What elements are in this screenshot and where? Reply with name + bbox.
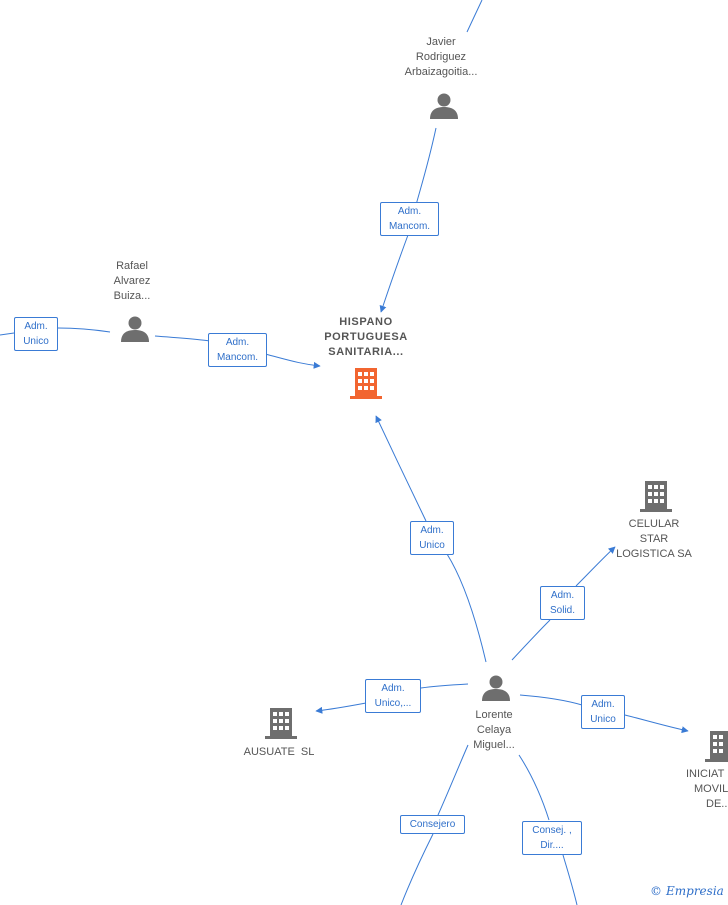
company-label-line: STAR bbox=[639, 533, 669, 545]
relation-label-lorente-iniciat[interactable]: Adm. Unico bbox=[581, 695, 625, 729]
relation-line: Unico,... bbox=[374, 698, 412, 709]
person-label-line: Rodriguez bbox=[415, 51, 467, 63]
edge-lorente-iniciat bbox=[519, 694, 688, 731]
company-label-ausuate[interactable]: AUSUATE SL bbox=[229, 745, 329, 760]
relation-line: Unico bbox=[23, 336, 49, 347]
building-icon-iniciat[interactable] bbox=[705, 731, 728, 762]
building-icon-celular[interactable] bbox=[640, 481, 672, 512]
edge-rafael-center bbox=[154, 335, 320, 366]
company-label-celular[interactable]: CELULAR STAR LOGISTICA SA bbox=[604, 517, 704, 562]
person-icon-lorente[interactable] bbox=[482, 675, 510, 702]
empresia-watermark: © Empresia bbox=[650, 884, 724, 898]
center-company-label[interactable]: HISPANO PORTUGUESA SANITARIA... bbox=[304, 315, 428, 360]
center-label-line: PORTUGUESA bbox=[324, 331, 408, 343]
company-label-iniciat[interactable]: INICIAT MOVIL DE... bbox=[682, 767, 728, 812]
person-icon-rafael[interactable] bbox=[121, 316, 149, 343]
company-label-line: AUSUATE SL bbox=[243, 746, 315, 758]
company-label-line: LOGISTICA SA bbox=[616, 548, 692, 560]
person-label-line: Lorente bbox=[475, 709, 513, 721]
relation-line: Mancom. bbox=[216, 352, 259, 363]
company-label-line: DE... bbox=[706, 798, 728, 810]
edge-lorente-ausuate bbox=[316, 683, 469, 711]
company-label-line: CELULAR bbox=[628, 518, 680, 530]
relation-line: Adm. bbox=[381, 683, 405, 694]
center-label-line: SANITARIA... bbox=[328, 346, 404, 358]
copyright-icon: © bbox=[650, 884, 662, 898]
edge-lorente-consejero bbox=[400, 744, 469, 905]
company-label-line: INICIAT bbox=[686, 768, 725, 780]
relation-line: Solid. bbox=[549, 605, 575, 616]
person-icon-javier[interactable] bbox=[430, 93, 458, 120]
edge-lorente-center bbox=[376, 416, 487, 663]
edge-lorente-consej bbox=[518, 754, 578, 905]
brand-name: Empresia bbox=[666, 884, 724, 898]
relation-label-rafael-left[interactable]: Adm. Unico bbox=[14, 317, 58, 351]
person-label-line: Rafael bbox=[116, 260, 148, 272]
relation-line: Adm. bbox=[420, 525, 444, 536]
relation-label-lorente-celular[interactable]: Adm. Solid. bbox=[540, 586, 585, 620]
company-label-line: MOVIL bbox=[694, 783, 728, 795]
relation-line: Consejero bbox=[409, 819, 456, 830]
edge-javier-offscreen bbox=[466, 0, 483, 33]
relation-line: Dir.... bbox=[540, 840, 564, 851]
relation-label-lorente-center[interactable]: Adm. Unico bbox=[410, 521, 454, 555]
person-label-line: Miguel... bbox=[473, 739, 515, 751]
relation-line: Consej. , bbox=[532, 825, 572, 836]
relation-line: Mancom. bbox=[388, 221, 431, 232]
relation-label-rafael-center[interactable]: Adm. Mancom. bbox=[208, 333, 267, 367]
edge-javier-center bbox=[381, 127, 437, 312]
person-label-line: Buiza... bbox=[113, 290, 151, 302]
relation-line: Adm. bbox=[225, 337, 250, 348]
relation-line: Adm. bbox=[591, 699, 615, 710]
relation-label-lorente-consejero[interactable]: Consejero bbox=[400, 815, 465, 834]
relation-label-lorente-ausuate[interactable]: Adm. Unico,... bbox=[365, 679, 421, 713]
relation-line: Unico bbox=[419, 540, 445, 551]
person-label-line: Celaya bbox=[476, 724, 512, 736]
building-icon-ausuate[interactable] bbox=[265, 708, 297, 739]
relation-line: Unico bbox=[590, 714, 616, 725]
center-label-line: HISPANO bbox=[339, 316, 393, 328]
relation-line: Adm. bbox=[550, 590, 575, 601]
person-label-line: Javier bbox=[426, 36, 456, 48]
person-label-rafael[interactable]: Rafael Alvarez Buiza... bbox=[82, 259, 182, 304]
relation-line: Adm. bbox=[397, 206, 422, 217]
person-label-lorente[interactable]: Lorente Celaya Miguel... bbox=[444, 708, 544, 753]
relation-line: Adm. bbox=[24, 321, 48, 332]
building-icon-center[interactable] bbox=[350, 368, 382, 399]
edge-rafael-left bbox=[0, 327, 111, 336]
relation-label-javier-center[interactable]: Adm. Mancom. bbox=[380, 202, 439, 236]
relation-label-lorente-consej[interactable]: Consej. , Dir.... bbox=[522, 821, 582, 855]
person-label-javier[interactable]: Javier Rodriguez Arbaizagoitia... bbox=[381, 35, 501, 80]
person-label-line: Arbaizagoitia... bbox=[404, 66, 478, 78]
person-label-line: Alvarez bbox=[113, 275, 151, 287]
edge-lorente-celular bbox=[511, 547, 615, 661]
